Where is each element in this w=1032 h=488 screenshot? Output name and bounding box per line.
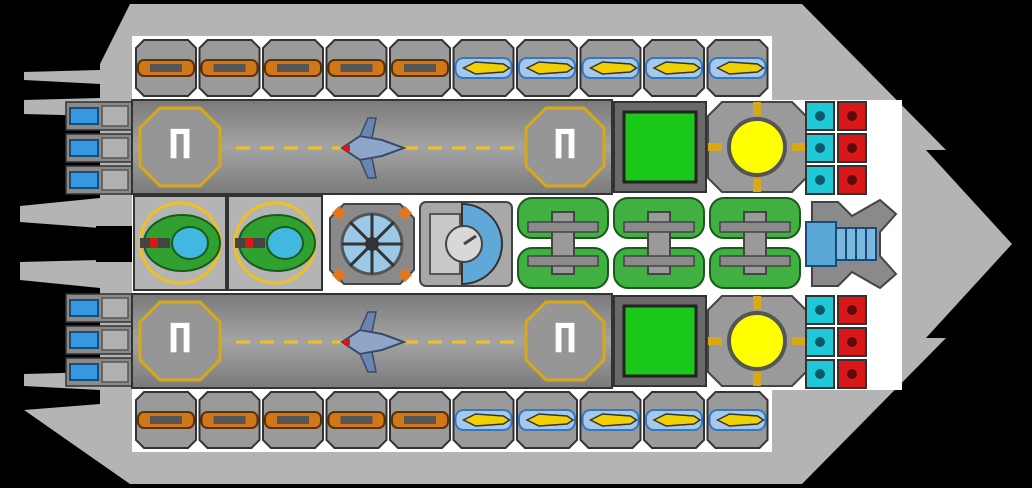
shield-emitter-cyan[interactable] bbox=[805, 133, 835, 163]
shield-emitter-red[interactable] bbox=[837, 327, 867, 357]
side-thruster[interactable] bbox=[65, 101, 133, 131]
missile-weapon[interactable] bbox=[579, 391, 642, 449]
top-weapon-row bbox=[135, 39, 769, 97]
fuel-tank[interactable] bbox=[613, 197, 705, 289]
cannon-weapon[interactable] bbox=[262, 391, 324, 449]
cannon-weapon[interactable] bbox=[389, 39, 451, 97]
shield-emitter-cyan[interactable] bbox=[805, 101, 835, 131]
cannon-weapon[interactable] bbox=[262, 39, 324, 97]
missile-weapon[interactable] bbox=[643, 39, 705, 97]
cannon-weapon[interactable] bbox=[389, 391, 451, 449]
missile-weapon[interactable] bbox=[516, 39, 578, 97]
shield-emitter-grid bbox=[805, 101, 867, 389]
hangar-bay-bottom[interactable]: П П bbox=[131, 293, 613, 389]
turret-right[interactable] bbox=[227, 195, 323, 291]
svg-text:П: П bbox=[168, 316, 192, 362]
svg-text:П: П bbox=[168, 122, 192, 168]
hull-notch bbox=[96, 226, 132, 262]
shield-emitter-red[interactable] bbox=[837, 165, 867, 195]
shield-emitter-red[interactable] bbox=[837, 295, 867, 325]
hangar-pad-icon: П bbox=[524, 300, 606, 382]
reactor-bottom[interactable] bbox=[707, 295, 807, 387]
shield-emitter-cyan[interactable] bbox=[805, 165, 835, 195]
fuel-tank[interactable] bbox=[517, 197, 609, 289]
cargo-block-bottom[interactable] bbox=[613, 295, 707, 387]
missile-weapon[interactable] bbox=[452, 391, 515, 449]
cannon-weapon[interactable] bbox=[198, 391, 261, 449]
hangar-bay-top[interactable]: П П bbox=[131, 99, 613, 195]
hangar-pad-icon: П bbox=[138, 300, 222, 382]
fuel-tank-row bbox=[517, 197, 801, 289]
shield-emitter-red[interactable] bbox=[837, 101, 867, 131]
missile-weapon[interactable] bbox=[706, 391, 769, 449]
shield-emitter-cyan[interactable] bbox=[805, 359, 835, 389]
shield-emitter-red[interactable] bbox=[837, 359, 867, 389]
bottom-weapon-row bbox=[135, 391, 769, 449]
hangar-pad-icon: П bbox=[524, 106, 606, 188]
cannon-weapon[interactable] bbox=[325, 391, 388, 449]
missile-weapon[interactable] bbox=[516, 391, 578, 449]
cargo-block-top[interactable] bbox=[613, 101, 707, 193]
missile-weapon[interactable] bbox=[706, 39, 769, 97]
cannon-weapon[interactable] bbox=[325, 39, 388, 97]
cannon-weapon[interactable] bbox=[135, 391, 197, 449]
left-thruster-column bbox=[65, 101, 133, 387]
fuel-tank[interactable] bbox=[709, 197, 801, 289]
svg-text:П: П bbox=[553, 316, 577, 362]
fighter-ship-icon[interactable] bbox=[340, 117, 407, 179]
turret-left[interactable] bbox=[133, 195, 227, 291]
side-thruster[interactable] bbox=[65, 325, 133, 355]
reactor-core-icon bbox=[727, 311, 787, 371]
cannon-weapon[interactable] bbox=[135, 39, 197, 97]
reactor-core-icon bbox=[727, 117, 787, 177]
main-engine-icon[interactable] bbox=[805, 198, 898, 290]
side-thruster[interactable] bbox=[65, 165, 133, 195]
missile-weapon[interactable] bbox=[643, 391, 705, 449]
missile-weapon[interactable] bbox=[579, 39, 642, 97]
shield-emitter-cyan[interactable] bbox=[805, 327, 835, 357]
side-thruster[interactable] bbox=[65, 293, 133, 323]
shield-emitter-cyan[interactable] bbox=[805, 295, 835, 325]
side-thruster[interactable] bbox=[65, 357, 133, 387]
shield-emitter-red[interactable] bbox=[837, 133, 867, 163]
fighter-ship-icon[interactable] bbox=[340, 311, 407, 373]
svg-text:П: П bbox=[553, 122, 577, 168]
gyro-hub-icon[interactable] bbox=[329, 203, 415, 285]
side-thruster[interactable] bbox=[65, 133, 133, 163]
cockpit-dome-icon[interactable] bbox=[419, 201, 513, 287]
hangar-pad-icon: П bbox=[138, 106, 222, 188]
cannon-weapon[interactable] bbox=[198, 39, 261, 97]
reactor-top[interactable] bbox=[707, 101, 807, 193]
missile-weapon[interactable] bbox=[452, 39, 515, 97]
